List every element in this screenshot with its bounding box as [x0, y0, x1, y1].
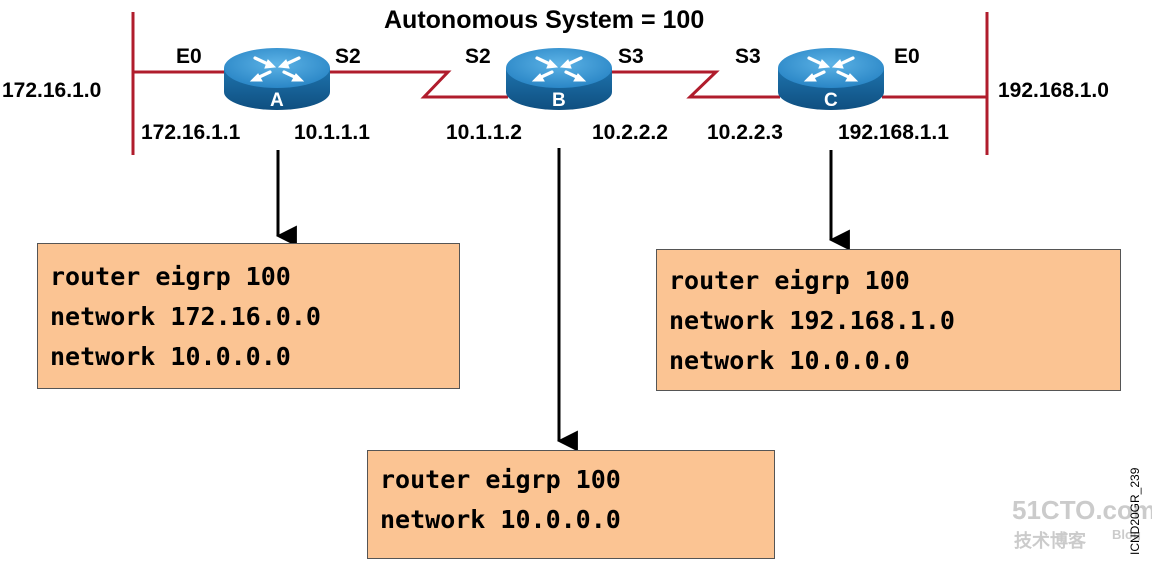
config-line: network 10.0.0.0: [669, 346, 910, 375]
interface-label-c-s3: S3: [735, 45, 761, 68]
diagram-title: Autonomous System = 100: [384, 6, 705, 34]
interface-label-b-s3: S3: [618, 45, 644, 68]
config-line: network 10.0.0.0: [50, 342, 291, 371]
router-label-b: B: [552, 90, 566, 111]
interface-label-b-s2: S2: [465, 45, 491, 68]
link-a-b-serial: [330, 70, 508, 99]
watermark-blog-cn: 技术博客: [1014, 531, 1086, 551]
config-line: router eigrp 100: [669, 266, 910, 295]
config-line: network 10.0.0.0: [380, 505, 621, 534]
document-id: ICND20GR_239: [1128, 467, 1142, 555]
watermark-blog-en: Blog: [1112, 527, 1141, 542]
ip-label-b-s2: 10.1.1.2: [446, 121, 522, 144]
network-label-right: 192.168.1.0: [998, 79, 1109, 102]
interface-label-c-e0: E0: [894, 45, 920, 68]
router-label-a: A: [270, 90, 284, 111]
ip-label-a-e0: 172.16.1.1: [141, 121, 241, 144]
router-label-c: C: [824, 90, 838, 111]
ip-label-c-s3: 10.2.2.3: [707, 121, 783, 144]
config-box-router-a: router eigrp 100 network 172.16.0.0 netw…: [37, 243, 460, 389]
config-box-router-b: router eigrp 100 network 10.0.0.0: [367, 450, 775, 559]
config-line: network 192.168.1.0: [669, 306, 955, 335]
ip-label-c-e0: 192.168.1.1: [838, 121, 949, 144]
config-line: router eigrp 100: [380, 465, 621, 494]
ip-label-a-s2: 10.1.1.1: [294, 121, 370, 144]
interface-label-a-s2: S2: [335, 45, 361, 68]
link-b-c-serial: [612, 70, 780, 99]
network-label-left: 172.16.1.0: [2, 79, 102, 102]
config-box-router-c: router eigrp 100 network 192.168.1.0 net…: [656, 249, 1121, 391]
config-line: network 172.16.0.0: [50, 302, 321, 331]
ip-label-b-s3: 10.2.2.2: [592, 121, 668, 144]
config-line: router eigrp 100: [50, 262, 291, 291]
watermark-site: 51CTO.com: [1012, 495, 1152, 525]
interface-label-a-e0: E0: [176, 45, 202, 68]
